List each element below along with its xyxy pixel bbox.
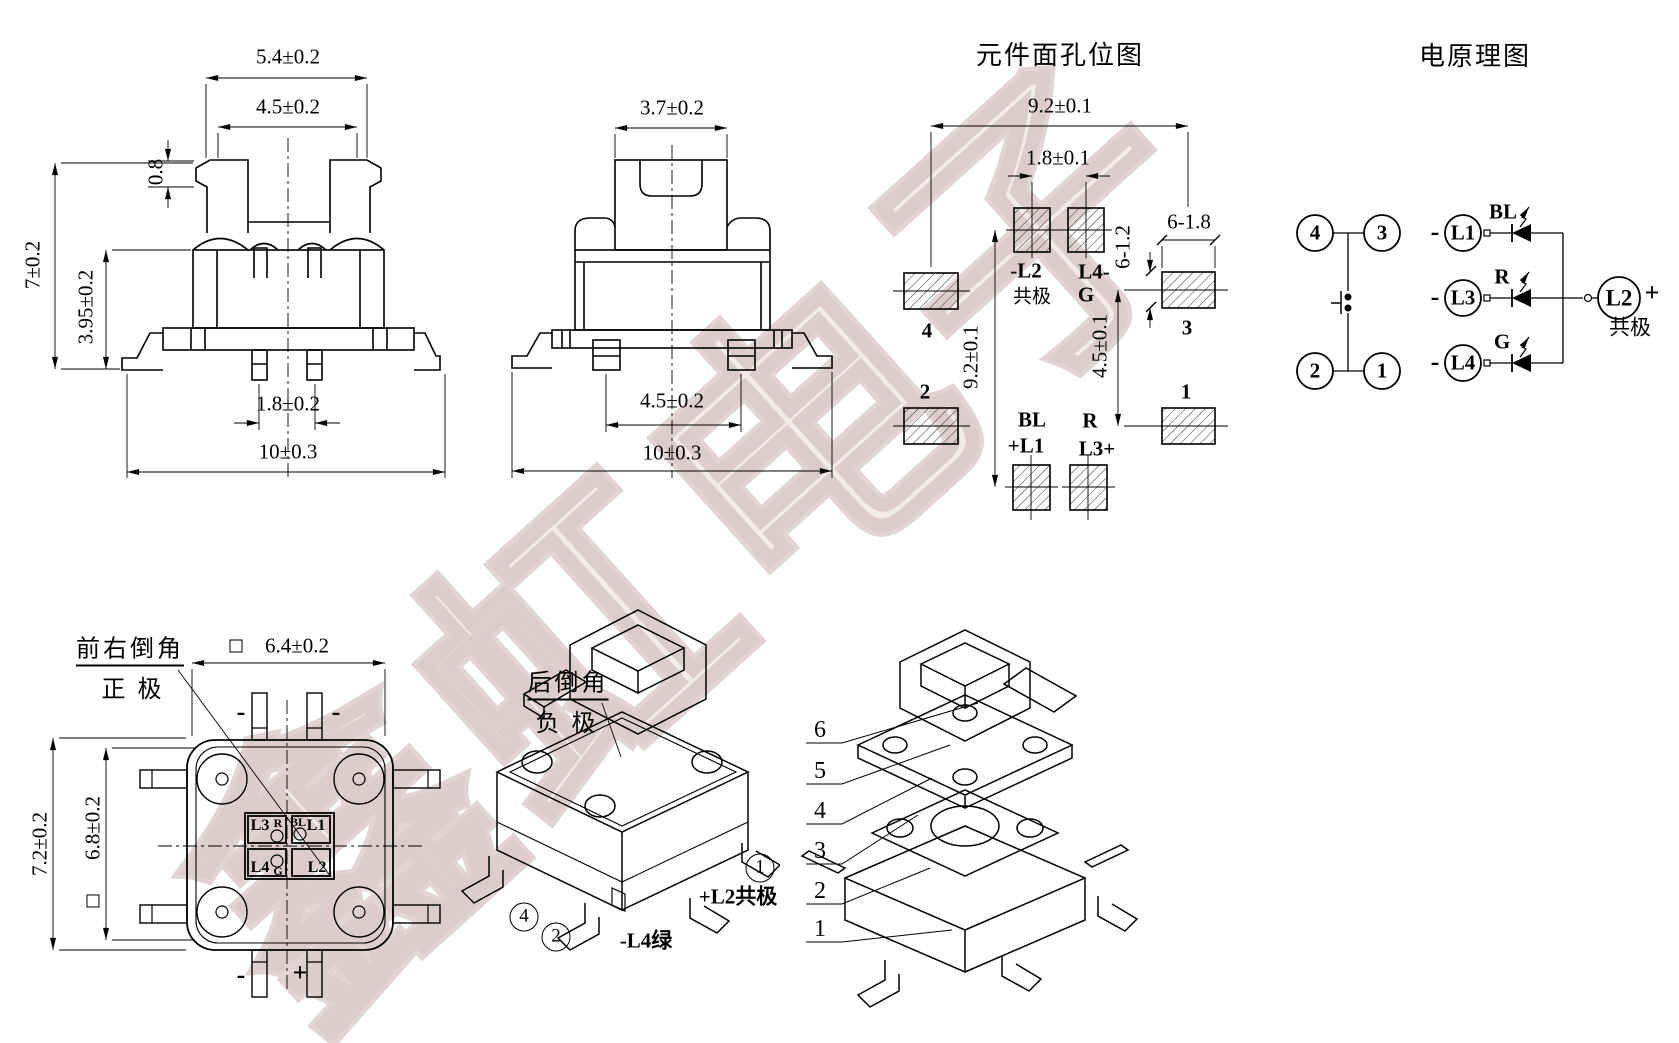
part-number-5: 5	[814, 758, 826, 784]
led3-sign: -	[1430, 347, 1440, 376]
pad-number-4: 4	[921, 318, 933, 343]
pad-label-l1: +L1	[1007, 433, 1045, 458]
dim-hole-h-span: 9.2±0.1	[1027, 93, 1093, 118]
dim-front-cap-width: 5.4±0.2	[255, 44, 321, 69]
quadrant-l2: L2	[307, 859, 327, 876]
callout-pin-4: 4	[509, 902, 539, 932]
schematic-pin-3: 3	[1376, 220, 1388, 245]
pad-label-l3-color: R	[1082, 408, 1098, 433]
pad-label-l4-color: G	[1077, 282, 1095, 307]
switch-circuit	[1296, 214, 1401, 390]
iso-label-l4: -L4绿	[619, 928, 673, 953]
polarity-top-left: -	[236, 697, 246, 726]
pad-number-3: 3	[1181, 315, 1193, 340]
iso-view-drawing	[460, 609, 780, 951]
side-view-dimensions	[511, 124, 833, 478]
led2-sign: -	[1430, 282, 1440, 311]
pad-number-2: 2	[919, 379, 931, 404]
dim-hole-width: 6-1.8	[1167, 209, 1211, 234]
schematic-pin-2: 2	[1309, 358, 1321, 383]
dim-side-foot-pitch: 4.5±0.2	[639, 388, 705, 413]
led3-name: L4	[1450, 350, 1476, 375]
dim-front-body-height: 3.95±0.2	[73, 269, 98, 345]
dim-front-stem-width: 4.5±0.2	[255, 94, 321, 119]
dim-hole-v-span: 9.2±0.1	[958, 324, 983, 390]
schematic-drawing	[1296, 206, 1641, 390]
pad-label-l4: L4-	[1078, 259, 1110, 284]
iso-note-line2: 负 极	[535, 711, 599, 737]
side-view-outline	[511, 159, 833, 371]
hole-diagram-dimensions	[893, 122, 1228, 520]
callout-pin-2: 2	[541, 922, 571, 952]
pad-label-l2: -L2	[1010, 258, 1042, 283]
square-symbol-left	[86, 894, 100, 908]
top-view-note-line2: 正 极	[101, 677, 165, 703]
polarity-bottom-left: -	[236, 960, 246, 989]
iso-label-l2: +L2共极	[698, 884, 778, 909]
part-number-4: 4	[814, 798, 826, 824]
led1-sign: -	[1430, 217, 1440, 246]
quadrant-l1: L1	[306, 817, 326, 834]
iso-note-line1: 后倒角	[527, 672, 609, 701]
quadrant-l3-color: R	[273, 816, 283, 830]
dim-top-outer-height: 7.2±0.2	[27, 811, 52, 877]
front-view-outline	[121, 159, 441, 381]
common-led-name: L2	[1605, 285, 1633, 311]
dim-front-pin-pitch: 1.8±0.2	[255, 391, 321, 416]
front-view-dimensions	[51, 74, 446, 480]
top-view-drawing	[49, 659, 441, 998]
quadrant-l1-color: BL	[289, 815, 307, 829]
dim-top-inner-height: 6.8±0.2	[80, 795, 105, 861]
led-circuit	[1444, 206, 1641, 382]
exploded-view-drawing	[800, 629, 1139, 1008]
part-number-6: 6	[814, 717, 826, 743]
quadrant-l3: L3	[250, 817, 270, 834]
solder-pads	[903, 207, 1216, 511]
pad-label-l1-color: BL	[1017, 407, 1047, 432]
polarity-top-right: -	[331, 697, 341, 726]
pad-label-l3: L3+	[1078, 436, 1116, 461]
front-view-drawing	[51, 74, 446, 480]
dim-top-inner-square: 6.4±0.2	[264, 633, 330, 658]
led1-name: L1	[1450, 220, 1476, 245]
part-number-1: 1	[814, 916, 826, 942]
pad-label-l2-common: 共极	[1012, 286, 1052, 308]
square-symbol-top	[229, 639, 243, 653]
dim-hole-height: 6-1.2	[1110, 225, 1135, 269]
quadrant-l4: L4	[250, 859, 270, 876]
dim-front-tab: 0.8	[143, 158, 168, 186]
exploded-outline	[800, 629, 1139, 1008]
part-number-2: 2	[814, 878, 826, 904]
dim-front-height: 7±0.2	[20, 240, 45, 290]
common-led-label: 共极	[1609, 315, 1651, 340]
polarity-bottom-right: +	[292, 958, 308, 987]
top-view-note-line1: 前右倒角	[76, 638, 184, 667]
hole-diagram-drawing	[893, 122, 1228, 520]
iso-outline	[460, 609, 780, 951]
common-led-sign: +	[1644, 278, 1660, 307]
quadrant-l4-color: G	[273, 864, 283, 878]
dim-hole-right-span: 4.5±0.1	[1087, 313, 1112, 379]
schematic-pin-1: 1	[1376, 358, 1388, 383]
schematic-pin-4: 4	[1309, 220, 1321, 245]
part-number-3: 3	[814, 838, 826, 864]
dim-side-overall: 10±0.3	[642, 440, 702, 465]
led2-color: R	[1494, 264, 1510, 289]
dim-hole-pitch: 1.8±0.1	[1025, 145, 1091, 170]
led1-color: BL	[1488, 199, 1518, 224]
callout-pin-1: 1	[745, 853, 775, 883]
pad-number-1: 1	[1180, 379, 1192, 404]
dim-front-overall: 10±0.3	[258, 439, 318, 464]
exploded-leaders	[806, 702, 979, 943]
led2-name: L3	[1450, 285, 1476, 310]
top-view-outline	[139, 692, 441, 998]
dim-side-cap-width: 3.7±0.2	[639, 95, 705, 120]
top-view-dimensions	[49, 659, 422, 992]
led3-color: G	[1493, 329, 1511, 354]
side-view-drawing	[511, 124, 833, 478]
hole-diagram-title: 元件面孔位图	[975, 41, 1145, 70]
schematic-title: 电原理图	[1418, 42, 1532, 71]
